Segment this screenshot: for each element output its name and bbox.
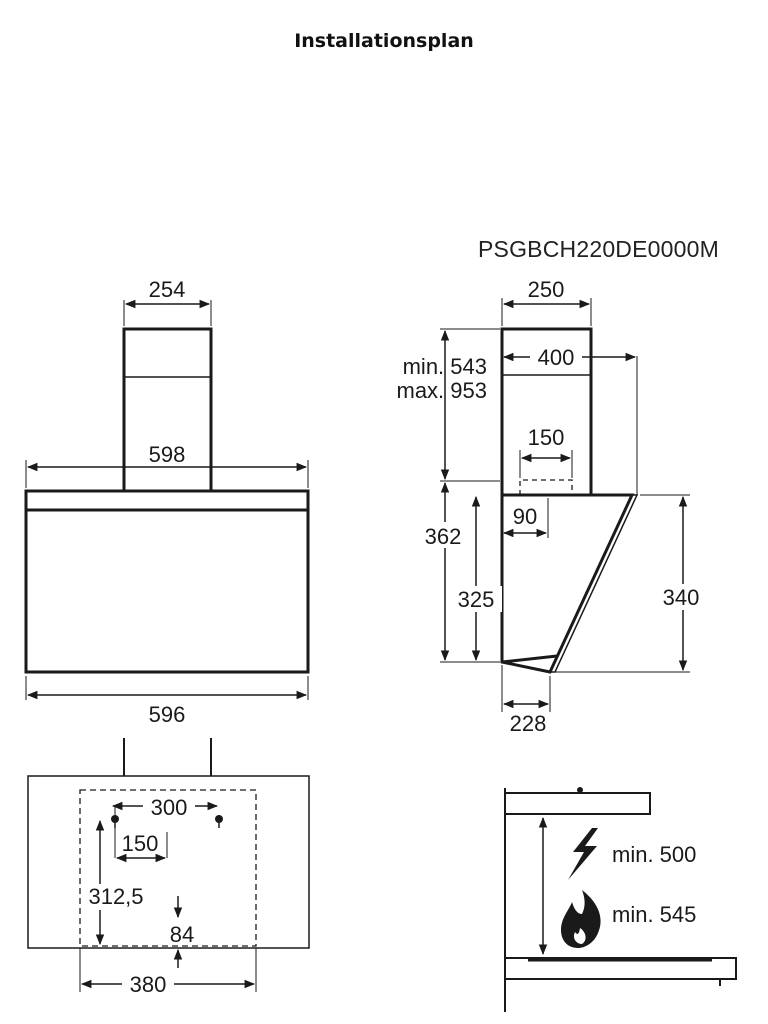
label-bg bbox=[450, 586, 502, 612]
side-body-height-label: 362 bbox=[425, 524, 462, 549]
front-view bbox=[24, 299, 310, 700]
hood-underside bbox=[504, 792, 651, 815]
side-bottom-depth-label: 228 bbox=[510, 711, 547, 736]
mount-bracket-width-label: 380 bbox=[130, 972, 167, 997]
front-canopy-strip bbox=[24, 489, 310, 512]
front-hood-body bbox=[24, 508, 310, 674]
label-bg bbox=[655, 584, 709, 610]
side-hood-bottom-edge bbox=[501, 654, 558, 664]
side-view bbox=[440, 298, 690, 712]
cooktop bbox=[504, 957, 737, 980]
flame-icon bbox=[561, 890, 601, 948]
mount-bottom-offset-label: 84 bbox=[170, 922, 194, 947]
clearance-electric-label: min. 500 bbox=[612, 842, 696, 867]
label-bg bbox=[530, 343, 582, 369]
side-front-height-label: 340 bbox=[663, 585, 700, 610]
label-bg bbox=[122, 972, 174, 996]
clearance-view bbox=[504, 787, 737, 1012]
side-chimney-min-label: min. 543 bbox=[403, 354, 487, 379]
lightning-icon bbox=[568, 828, 598, 880]
front-chimney-width-label: 254 bbox=[149, 277, 186, 302]
mount-hole-offset-label: 150 bbox=[122, 831, 159, 856]
mount-hole-height-label: 312,5 bbox=[88, 884, 143, 909]
side-depth-label: 400 bbox=[538, 345, 575, 370]
side-outlet-offset-label: 90 bbox=[513, 504, 537, 529]
page-title: Installationsplan bbox=[294, 30, 474, 52]
screw-hole-right bbox=[215, 815, 223, 823]
model-number: PSGBCH220DE0000M bbox=[478, 236, 719, 262]
side-chimney-width-label: 250 bbox=[528, 277, 565, 302]
wall-panel bbox=[27, 775, 310, 949]
side-chimney-max-label: max. 953 bbox=[397, 378, 488, 403]
mounting-view bbox=[27, 738, 310, 992]
mount-hole-spacing-label: 300 bbox=[151, 795, 188, 820]
front-hood-width-top-label: 598 bbox=[149, 442, 186, 467]
side-inner-height-label: 325 bbox=[458, 587, 495, 612]
side-outlet-dashed bbox=[519, 479, 573, 495]
label-bg bbox=[416, 522, 470, 548]
hood-detail-dot bbox=[577, 787, 583, 793]
side-outlet-width-label: 150 bbox=[528, 425, 565, 450]
label-bg bbox=[505, 503, 545, 527]
bracket-outline-dashed bbox=[79, 789, 257, 947]
front-hood-width-bottom-label: 596 bbox=[149, 702, 186, 727]
flame-inner bbox=[573, 928, 586, 944]
label-bg bbox=[143, 794, 195, 818]
label-bg bbox=[82, 884, 150, 910]
clearance-gas-label: min. 545 bbox=[612, 902, 696, 927]
side-glass-panel bbox=[550, 494, 639, 673]
